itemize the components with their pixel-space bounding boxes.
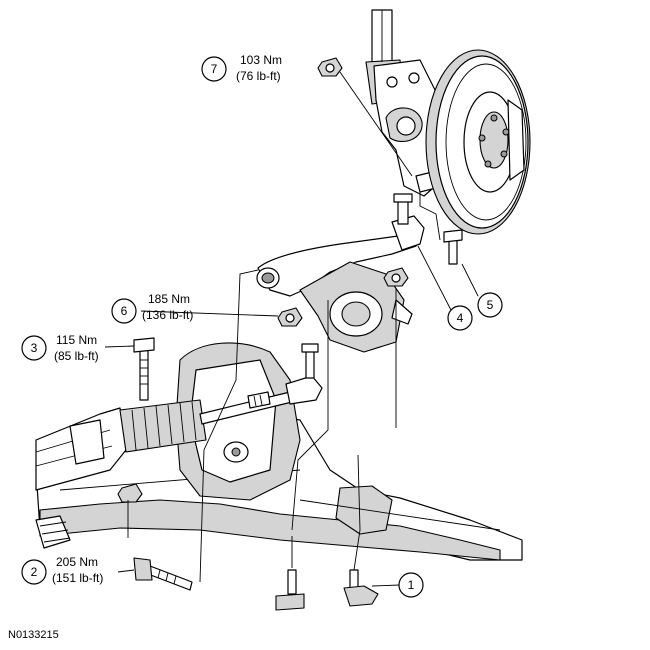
bolt-under-left — [275, 569, 305, 611]
callout-3-number: 3 — [31, 341, 38, 355]
ball-joint-stud — [393, 193, 413, 225]
callout-6-torque-lbft: (136 lb-ft) — [142, 308, 193, 322]
brake-rotor — [425, 49, 531, 235]
callout-6-number: 6 — [121, 304, 128, 318]
bolt-5 — [443, 229, 463, 265]
bolt-2 — [133, 557, 193, 591]
callout-2: 2 205 Nm (151 lb-ft) — [21, 555, 103, 585]
steering-gear — [35, 342, 323, 501]
callout-2-number: 2 — [31, 565, 38, 579]
callout-7-number: 7 — [211, 62, 218, 76]
callout-3-torque-lbft: (85 lb-ft) — [54, 349, 99, 363]
bolt-3 — [133, 337, 155, 401]
callout-5-number: 5 — [487, 298, 494, 312]
figure-id: N0133215 — [8, 629, 59, 641]
callout-7: 7 103 Nm (76 lb-ft) — [201, 53, 282, 83]
bolt-1 — [343, 569, 379, 607]
callout-7-torque-lbft: (76 lb-ft) — [236, 69, 281, 83]
callout-1-number: 1 — [408, 578, 415, 592]
callout-6-torque-nm: 185 Nm — [148, 292, 190, 306]
callout-3-torque-nm: 115 Nm — [56, 333, 97, 347]
callout-7-torque-nm: 103 Nm — [240, 53, 282, 67]
callout-6: 6 185 Nm (136 lb-ft) — [111, 292, 193, 324]
steering-knuckle — [373, 59, 441, 197]
callout-5: 5 — [477, 292, 503, 318]
callout-2-torque-lbft: (151 lb-ft) — [52, 571, 103, 585]
callout-4-number: 4 — [457, 311, 464, 325]
bolt-6-nut — [277, 307, 303, 327]
callout-2-torque-nm: 205 Nm — [56, 555, 98, 569]
bolt-4-nut — [383, 267, 409, 287]
bolt-7-nut — [317, 57, 343, 77]
leader-lines — [104, 71, 479, 587]
callout-3: 3 115 Nm (85 lb-ft) — [21, 333, 99, 363]
callout-1: 1 — [398, 572, 424, 598]
bolt-3-nut — [117, 483, 143, 503]
callout-4: 4 — [447, 305, 473, 331]
